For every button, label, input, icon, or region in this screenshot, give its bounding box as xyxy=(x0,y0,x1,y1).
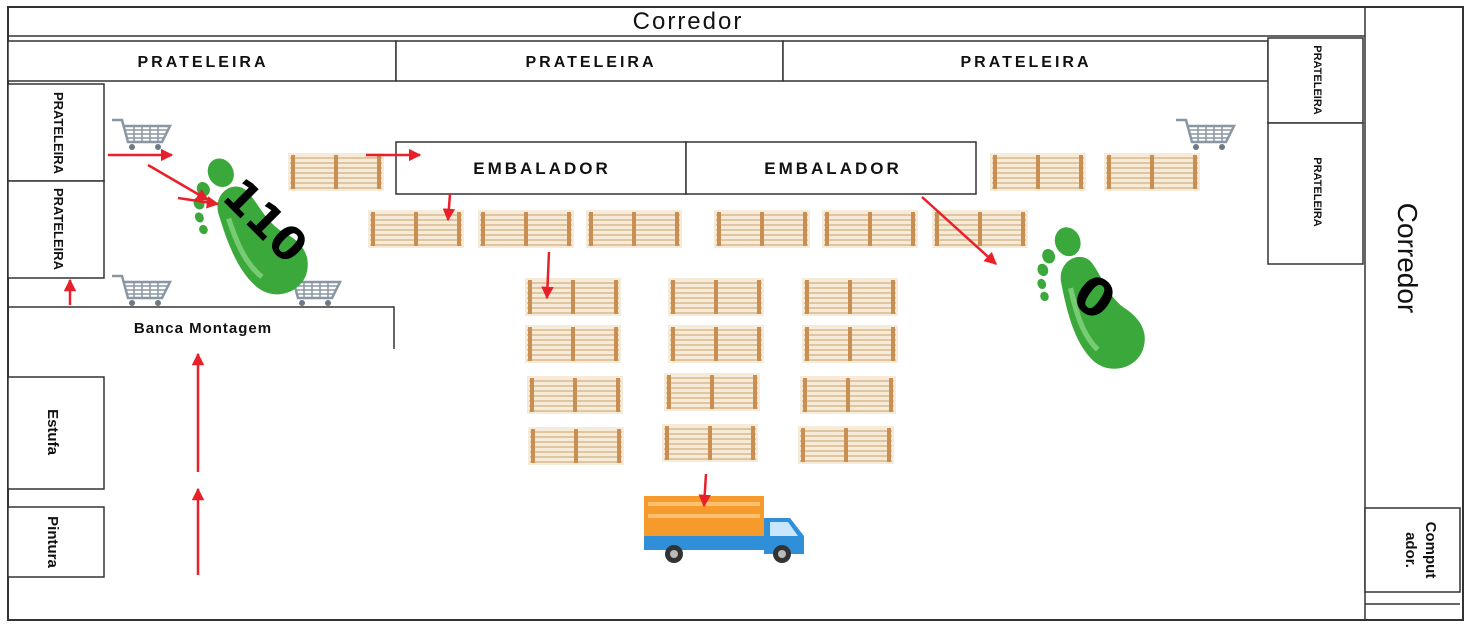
corridor-right: Corredor Comput ador. xyxy=(1364,7,1461,620)
pallet-icon xyxy=(287,152,385,192)
pallet-icon xyxy=(526,375,624,415)
assembly-bench-label: Banca Montagem xyxy=(134,320,272,337)
oven-area: Estufa xyxy=(7,376,105,490)
flow-arrows xyxy=(63,148,997,575)
arrow-icon xyxy=(698,473,711,508)
pallet-icon xyxy=(931,209,1029,249)
pallet-icon xyxy=(1103,152,1201,192)
painting-label: Pintura xyxy=(44,516,61,568)
shelf-top-3-label: PRATELEIRA xyxy=(960,54,1091,71)
corridor-top: Corredor xyxy=(8,8,1365,37)
pallet-icon xyxy=(524,277,622,317)
painting-area: Pintura xyxy=(7,506,105,578)
corridor-top-label: Corredor xyxy=(633,8,744,35)
pallet-icon xyxy=(801,277,899,317)
pallet-icon xyxy=(989,152,1087,192)
packer-stations: EMBALADOR EMBALADOR xyxy=(395,141,977,195)
pallet-icon xyxy=(667,277,765,317)
shelf-row-top: PRATELEIRA PRATELEIRA PRATELEIRA xyxy=(7,40,1269,82)
shelf-right-2-label: PRATELEIRA xyxy=(1311,157,1323,227)
pallet-icon xyxy=(801,324,899,364)
truck-icon xyxy=(644,496,804,563)
shelf-column-right: PRATELEIRA PRATELEIRA xyxy=(1267,37,1364,265)
pallet-icon xyxy=(667,324,765,364)
arrow-icon xyxy=(921,196,997,265)
packer-2-label: EMBALADOR xyxy=(764,159,902,178)
shelf-left-1-label: PRATELEIRA xyxy=(51,92,66,175)
pallet-icon xyxy=(477,209,575,249)
shelf-left-2-label: PRATELEIRA xyxy=(51,188,66,271)
assembly-bench: Banca Montagem xyxy=(8,306,395,349)
shelf-column-left: PRATELEIRA PRATELEIRA xyxy=(7,83,105,279)
computer-label-line1: Comput xyxy=(1422,522,1439,579)
pallet-icon xyxy=(661,423,759,463)
pallet-icon xyxy=(799,375,897,415)
arrow-icon xyxy=(177,196,220,209)
pallet-icon xyxy=(527,426,625,466)
computer-label-line2: ador. xyxy=(1402,532,1419,568)
arrow-icon xyxy=(147,163,210,202)
pallet-icon xyxy=(821,209,919,249)
pallet-icon xyxy=(713,209,811,249)
shelf-right-1-label: PRATELEIRA xyxy=(1311,45,1323,115)
computer-box xyxy=(1364,507,1461,593)
packer-1-label: EMBALADOR xyxy=(473,159,611,178)
pallet-icon xyxy=(585,209,683,249)
shelf-top-1-label: PRATELEIRA xyxy=(137,54,268,71)
corridor-right-label: Corredor xyxy=(1392,203,1423,313)
oven-label: Estufa xyxy=(44,409,61,456)
arrow-icon xyxy=(541,251,554,300)
shelf-top-2-label: PRATELEIRA xyxy=(525,54,656,71)
pallet-icon xyxy=(797,425,895,465)
pallet-icon xyxy=(524,324,622,364)
arrow-icon xyxy=(442,193,456,222)
pallet-icon xyxy=(367,209,465,249)
pallet-icon xyxy=(663,372,761,412)
